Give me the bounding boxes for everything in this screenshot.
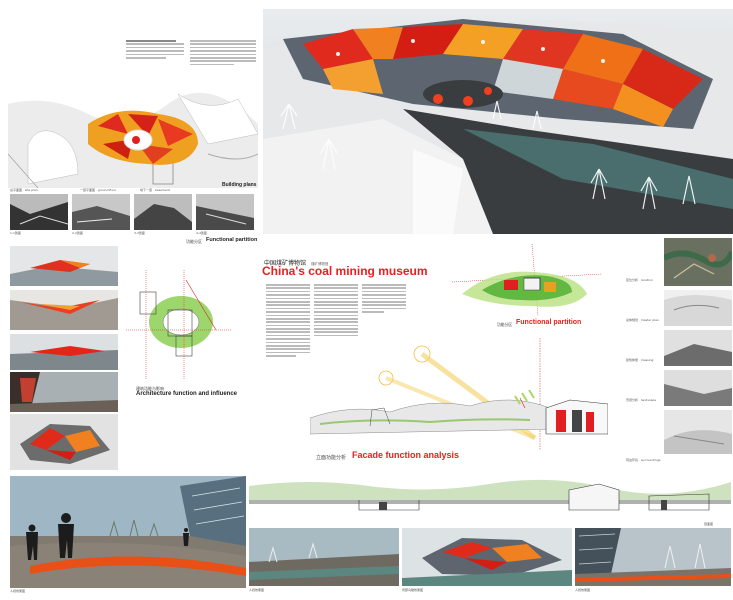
facade-section-diagram <box>310 338 608 450</box>
side-render-2 <box>10 290 118 330</box>
title-zh: 中国煤矿博物馆 煤矿博物馆 <box>264 258 328 267</box>
right-caption-5: 周边环境 · surroundings <box>626 458 661 462</box>
section-thumb-4 <box>196 194 254 230</box>
bottom-render-2 <box>402 528 572 586</box>
thumb-caption-1: 1-1剖面 <box>10 231 21 235</box>
perspective-plaza-render <box>10 476 246 588</box>
thumb-caption-4: 4-4剖面 <box>196 231 207 235</box>
mid-functional-partition-zh: 功能分区 <box>497 322 513 327</box>
mid-functional-partition-diagram <box>452 244 602 316</box>
site-plan <box>8 84 258 188</box>
building-plans-heading: Building plans <box>222 182 257 188</box>
section-thumb-2 <box>72 194 130 230</box>
surroundings-thumb <box>664 410 732 454</box>
landscape-section-strip <box>249 476 731 526</box>
bottom-caption-3: 局部鸟瞰效果图 <box>402 588 424 592</box>
bottom-render-1 <box>249 528 399 586</box>
facade-analysis-zh: 立面功能分析 <box>316 455 347 461</box>
mid-functional-partition-en: Functional partition <box>516 319 582 326</box>
site-plan-caption-3: 地下一层 · basement <box>140 188 170 192</box>
side-render-3 <box>10 334 118 370</box>
section-thumb-3 <box>134 194 192 230</box>
architecture-function-zh: 建筑功能与影响 <box>136 386 164 391</box>
side-render-4 <box>10 372 118 412</box>
bottom-caption-1: 人视效果图 <box>10 589 26 593</box>
body-text-col-1 <box>266 284 310 359</box>
right-caption-3: 建筑体量 · massing <box>626 358 654 362</box>
master-plan-thumb <box>664 290 732 326</box>
facade-analysis-en: Facade function analysis <box>352 450 460 460</box>
bottom-render-3 <box>575 528 731 586</box>
title-zh-tag: 煤矿博物馆 <box>310 262 329 266</box>
thumb-caption-2: 2-2剖面 <box>72 231 83 235</box>
landscape-thumb <box>664 370 732 406</box>
hero-render-drawing <box>263 9 733 234</box>
page-title: China's coal mining museum <box>262 264 428 278</box>
section-thumb-1 <box>10 194 68 230</box>
hero-aerial-render <box>263 9 733 234</box>
architecture-function-diagram <box>126 270 232 380</box>
intro-text-block <box>126 40 256 80</box>
title-zh-main: 中国煤矿博物馆 <box>264 260 307 267</box>
functional-partition-top-zh: 功能分区 <box>186 239 202 244</box>
right-caption-4: 景观分析 · landscape <box>626 398 657 402</box>
architecture-function-en: Architecture function and influence <box>136 391 238 397</box>
site-plan-caption-2: 一层平面图 · ground floor <box>80 188 117 192</box>
right-caption-1: 区位分析 · location <box>626 278 653 282</box>
side-render-5 <box>10 414 118 470</box>
site-plan-drawing <box>8 84 258 188</box>
site-plan-caption-1: 总平面图 · site plan <box>10 188 38 192</box>
massing-thumb <box>664 330 732 366</box>
side-render-1 <box>10 246 118 286</box>
bottom-caption-4: 人视效果图 <box>575 588 591 592</box>
bottom-caption-2: 人视效果图 <box>249 588 265 592</box>
functional-partition-top-en: Functional partition <box>206 237 258 243</box>
body-text-col-3 <box>362 284 406 315</box>
location-map <box>664 238 732 286</box>
thumb-caption-3: 3-3剖面 <box>134 231 145 235</box>
right-caption-2: 总体规划 · master plan <box>626 318 659 322</box>
section-strip-caption: 剖面图 <box>704 522 714 526</box>
